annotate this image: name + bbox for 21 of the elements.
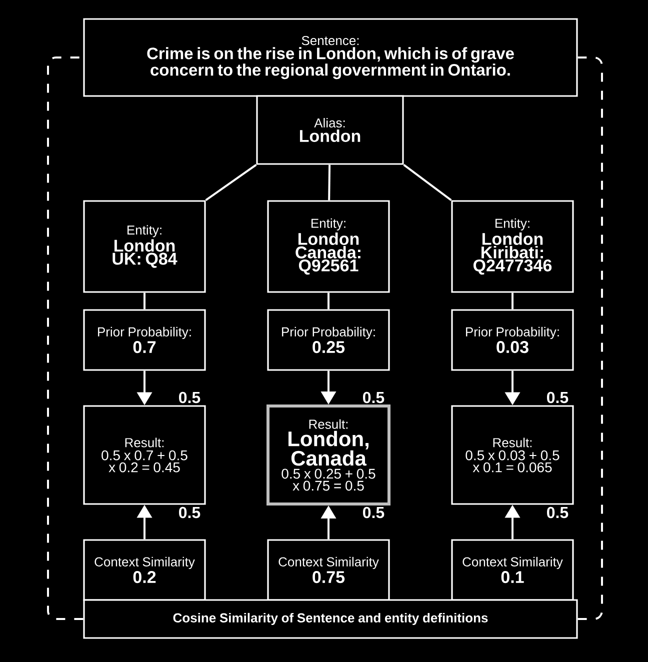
probability-box: Prior Probability: 0.03 [451, 309, 574, 371]
entity-box: Entity: London Canada: Q92561 [267, 200, 390, 293]
entity-box: Entity: London Kiribati: Q2477346 [451, 200, 574, 293]
result-box: Result: 0.5 x 0.03 + 0.5 x 0.1 = 0.065 [451, 405, 574, 505]
similarity-box: Context Similarity 0.2 [83, 539, 206, 601]
connector-line [328, 164, 331, 200]
similarity-box: Context Similarity 0.1 [451, 539, 574, 601]
result-box: Result: 0.5 x 0.7 + 0.5 x 0.2 = 0.45 [83, 405, 206, 505]
connector-line [144, 292, 146, 310]
connector-line [328, 292, 330, 310]
entity-box: Entity: London UK: Q84 [83, 200, 206, 293]
probability-box: Prior Probability: 0.25 [267, 309, 390, 371]
alias-box: Alias: London [256, 95, 404, 165]
connector-line [512, 292, 514, 310]
similarity-box: Context Similarity 0.75 [267, 539, 390, 601]
connector-line [403, 164, 452, 201]
result-box: Result: London, Canada 0.5 x 0.25 + 0.5 x 0.75 = 0.5 [266, 404, 390, 506]
probability-box: Prior Probability: 0.7 [83, 309, 206, 371]
dashed-connector [47, 56, 84, 620]
dashed-connector [578, 56, 603, 620]
connector-line [205, 164, 257, 202]
